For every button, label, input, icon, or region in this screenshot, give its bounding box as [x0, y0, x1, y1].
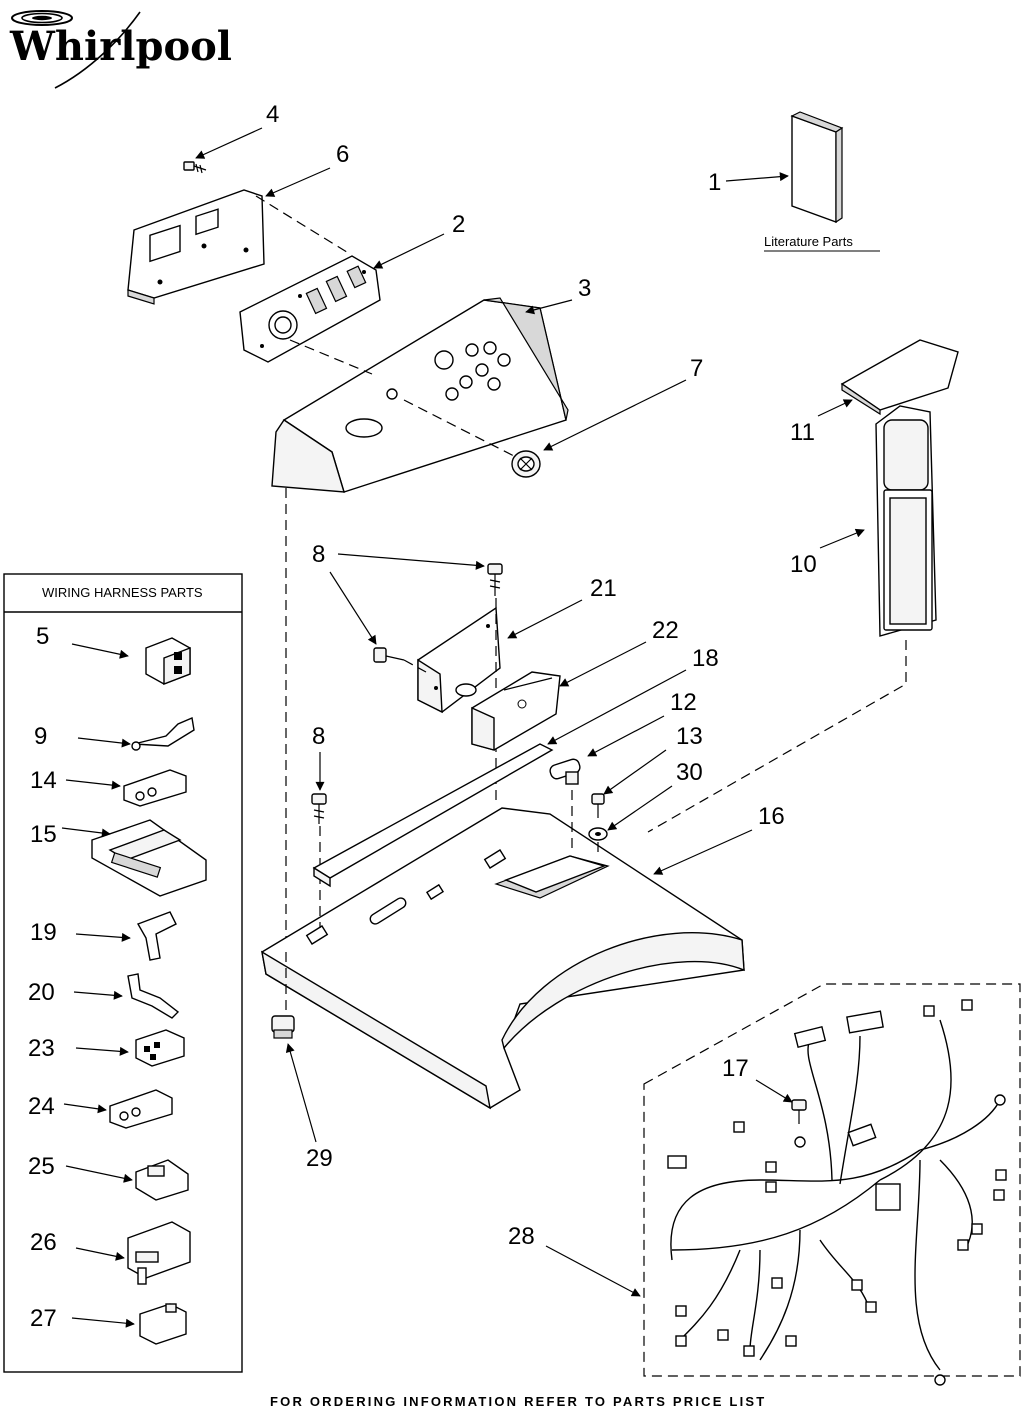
harness-label-9: 9 — [34, 723, 47, 750]
callout-21: 21 — [590, 575, 617, 602]
screw-17 — [791, 1099, 807, 1124]
screw-13 — [591, 793, 605, 818]
lint-filter-10 — [875, 405, 937, 637]
knob-7 — [511, 450, 541, 478]
callout-8a: 8 — [312, 541, 325, 568]
clip-19 — [136, 911, 177, 961]
harness-label-19: 19 — [30, 919, 57, 946]
whirlpool-swirl-icon — [11, 10, 141, 89]
callout-29: 29 — [306, 1145, 333, 1172]
connector-23 — [135, 1029, 185, 1067]
callout-16: 16 — [758, 803, 785, 830]
terminal-20 — [127, 973, 180, 1019]
connector-24 — [109, 1089, 173, 1129]
callout-13: 13 — [676, 723, 703, 750]
callout-28: 28 — [508, 1223, 535, 1250]
washer-30 — [588, 827, 608, 841]
connector-27 — [139, 1303, 187, 1345]
callout-3: 3 — [578, 275, 591, 302]
callout-22: 22 — [652, 617, 679, 644]
connector-25 — [135, 1159, 189, 1201]
callout-7: 7 — [690, 355, 703, 382]
screw-8-side — [373, 647, 405, 663]
wiring-harness-28 — [643, 983, 1021, 1386]
part-12 — [549, 758, 581, 785]
ordering-footer: FOR ORDERING INFORMATION REFER TO PARTS … — [270, 1394, 766, 1409]
lint-filter-cover-11 — [840, 339, 959, 416]
electronics-housing — [127, 189, 265, 305]
harness-parts-box: WIRING HARNESS PARTS — [3, 573, 243, 1373]
callout-18: 18 — [692, 645, 719, 672]
module-22 — [471, 671, 561, 751]
foot-29 — [271, 1015, 295, 1039]
harness-label-14: 14 — [30, 767, 57, 794]
console — [271, 297, 569, 493]
control-board — [239, 255, 381, 363]
harness-label-5: 5 — [36, 623, 49, 650]
connector-5 — [145, 637, 191, 686]
callout-6: 6 — [336, 141, 349, 168]
connector-15 — [91, 819, 207, 897]
literature-parts: Literature Parts — [725, 111, 880, 252]
harness-label-24: 24 — [28, 1093, 55, 1120]
screw-8-lower — [311, 793, 327, 824]
harness-box-title: WIRING HARNESS PARTS — [42, 585, 203, 600]
screw-8-top — [487, 563, 503, 596]
connector-14 — [123, 769, 187, 807]
harness-label-27: 27 — [30, 1305, 57, 1332]
terminal-9 — [131, 717, 195, 751]
brand-name: Whirlpool — [9, 23, 232, 70]
callout-30: 30 — [676, 759, 703, 786]
screw-4 — [183, 161, 207, 174]
callout-17: 17 — [722, 1055, 749, 1082]
callout-4: 4 — [266, 101, 279, 128]
connector-26 — [127, 1221, 191, 1285]
literature-label: Literature Parts — [764, 234, 853, 249]
whirlpool-logo: Whirlpool — [9, 10, 232, 89]
callout-12: 12 — [670, 689, 697, 716]
callouts: 4 6 2 3 1 7 11 10 8 21 22 18 12 13 30 8 — [195, 101, 865, 1297]
strip-18 — [312, 743, 554, 888]
callout-2: 2 — [452, 211, 465, 238]
harness-label-26: 26 — [30, 1229, 57, 1256]
harness-label-25: 25 — [28, 1153, 55, 1180]
callout-11: 11 — [790, 419, 815, 446]
dryer-top — [261, 807, 745, 1110]
harness-label-23: 23 — [28, 1035, 55, 1062]
bracket-21 — [417, 606, 501, 714]
harness-label-20: 20 — [28, 979, 55, 1006]
callout-8b: 8 — [312, 723, 325, 750]
harness-label-15: 15 — [30, 821, 57, 848]
callout-10: 10 — [790, 551, 817, 578]
callout-1: 1 — [708, 169, 721, 196]
